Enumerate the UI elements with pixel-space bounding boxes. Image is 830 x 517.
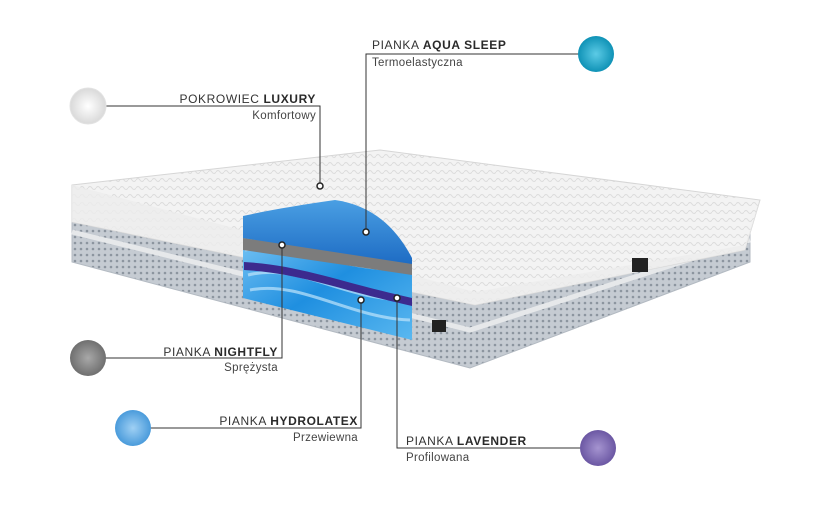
leader-luxury [105, 105, 321, 186]
leader-nightfly [105, 245, 283, 359]
swatch-luxury [69, 87, 107, 125]
cutaway-section [243, 200, 412, 340]
label-name: NIGHTFLY [214, 345, 278, 359]
subtitle-hydrolatex: Przewiewna [293, 432, 358, 444]
mattress [71, 149, 761, 369]
label-hydrolatex: PIANKA HYDROLATEX [219, 414, 358, 429]
label-prefix: PIANKA [219, 414, 267, 428]
label-prefix: PIANKA [372, 38, 419, 52]
label-luxury: POKROWIEC LUXURY [179, 92, 316, 107]
swatch-hydrolatex [115, 410, 151, 446]
dot-aqua [362, 228, 370, 236]
dot-nightfly [278, 241, 286, 249]
label-prefix: PIANKA [406, 434, 453, 448]
label-name: LAVENDER [456, 434, 527, 448]
leader-aqua [365, 53, 580, 232]
mattress-seam [71, 229, 751, 333]
label-name: AQUA SLEEP [422, 38, 507, 52]
dot-hydrolatex [357, 296, 365, 304]
label-nightfly: PIANKA NIGHTFLY [163, 345, 278, 360]
leader-dots [278, 182, 401, 304]
leader-hydrolatex [150, 300, 362, 429]
aqua-sleep-foam-layer [243, 200, 412, 264]
subtitle-luxury: Komfortowy [252, 110, 316, 122]
dot-lavender [393, 294, 401, 302]
label-name: HYDROLATEX [270, 414, 358, 428]
label-prefix: PIANKA [163, 345, 211, 359]
mattress-cover-side [72, 185, 760, 305]
nightfly-foam-layer [243, 238, 412, 275]
subtitle-lavender: Profilowana [406, 452, 470, 464]
lavender-foam-layer [244, 262, 412, 306]
label-lavender: PIANKA LAVENDER [406, 434, 527, 449]
leader-lavender [396, 298, 580, 449]
subtitle-aqua-sleep: Termoelastyczna [372, 57, 463, 69]
subtitle-nightfly: Sprężysta [224, 362, 278, 374]
leader-lines [105, 53, 580, 449]
dot-luxury [316, 182, 324, 190]
side-tag [632, 258, 648, 272]
corner-tag [432, 320, 446, 332]
swatch-aqua-sleep [578, 36, 614, 72]
label-prefix: POKROWIEC [179, 92, 260, 106]
swatch-lavender [580, 430, 616, 466]
label-aqua-sleep: PIANKA AQUA SLEEP [372, 38, 506, 53]
label-name: LUXURY [263, 92, 316, 106]
swatch-nightfly [70, 340, 106, 376]
